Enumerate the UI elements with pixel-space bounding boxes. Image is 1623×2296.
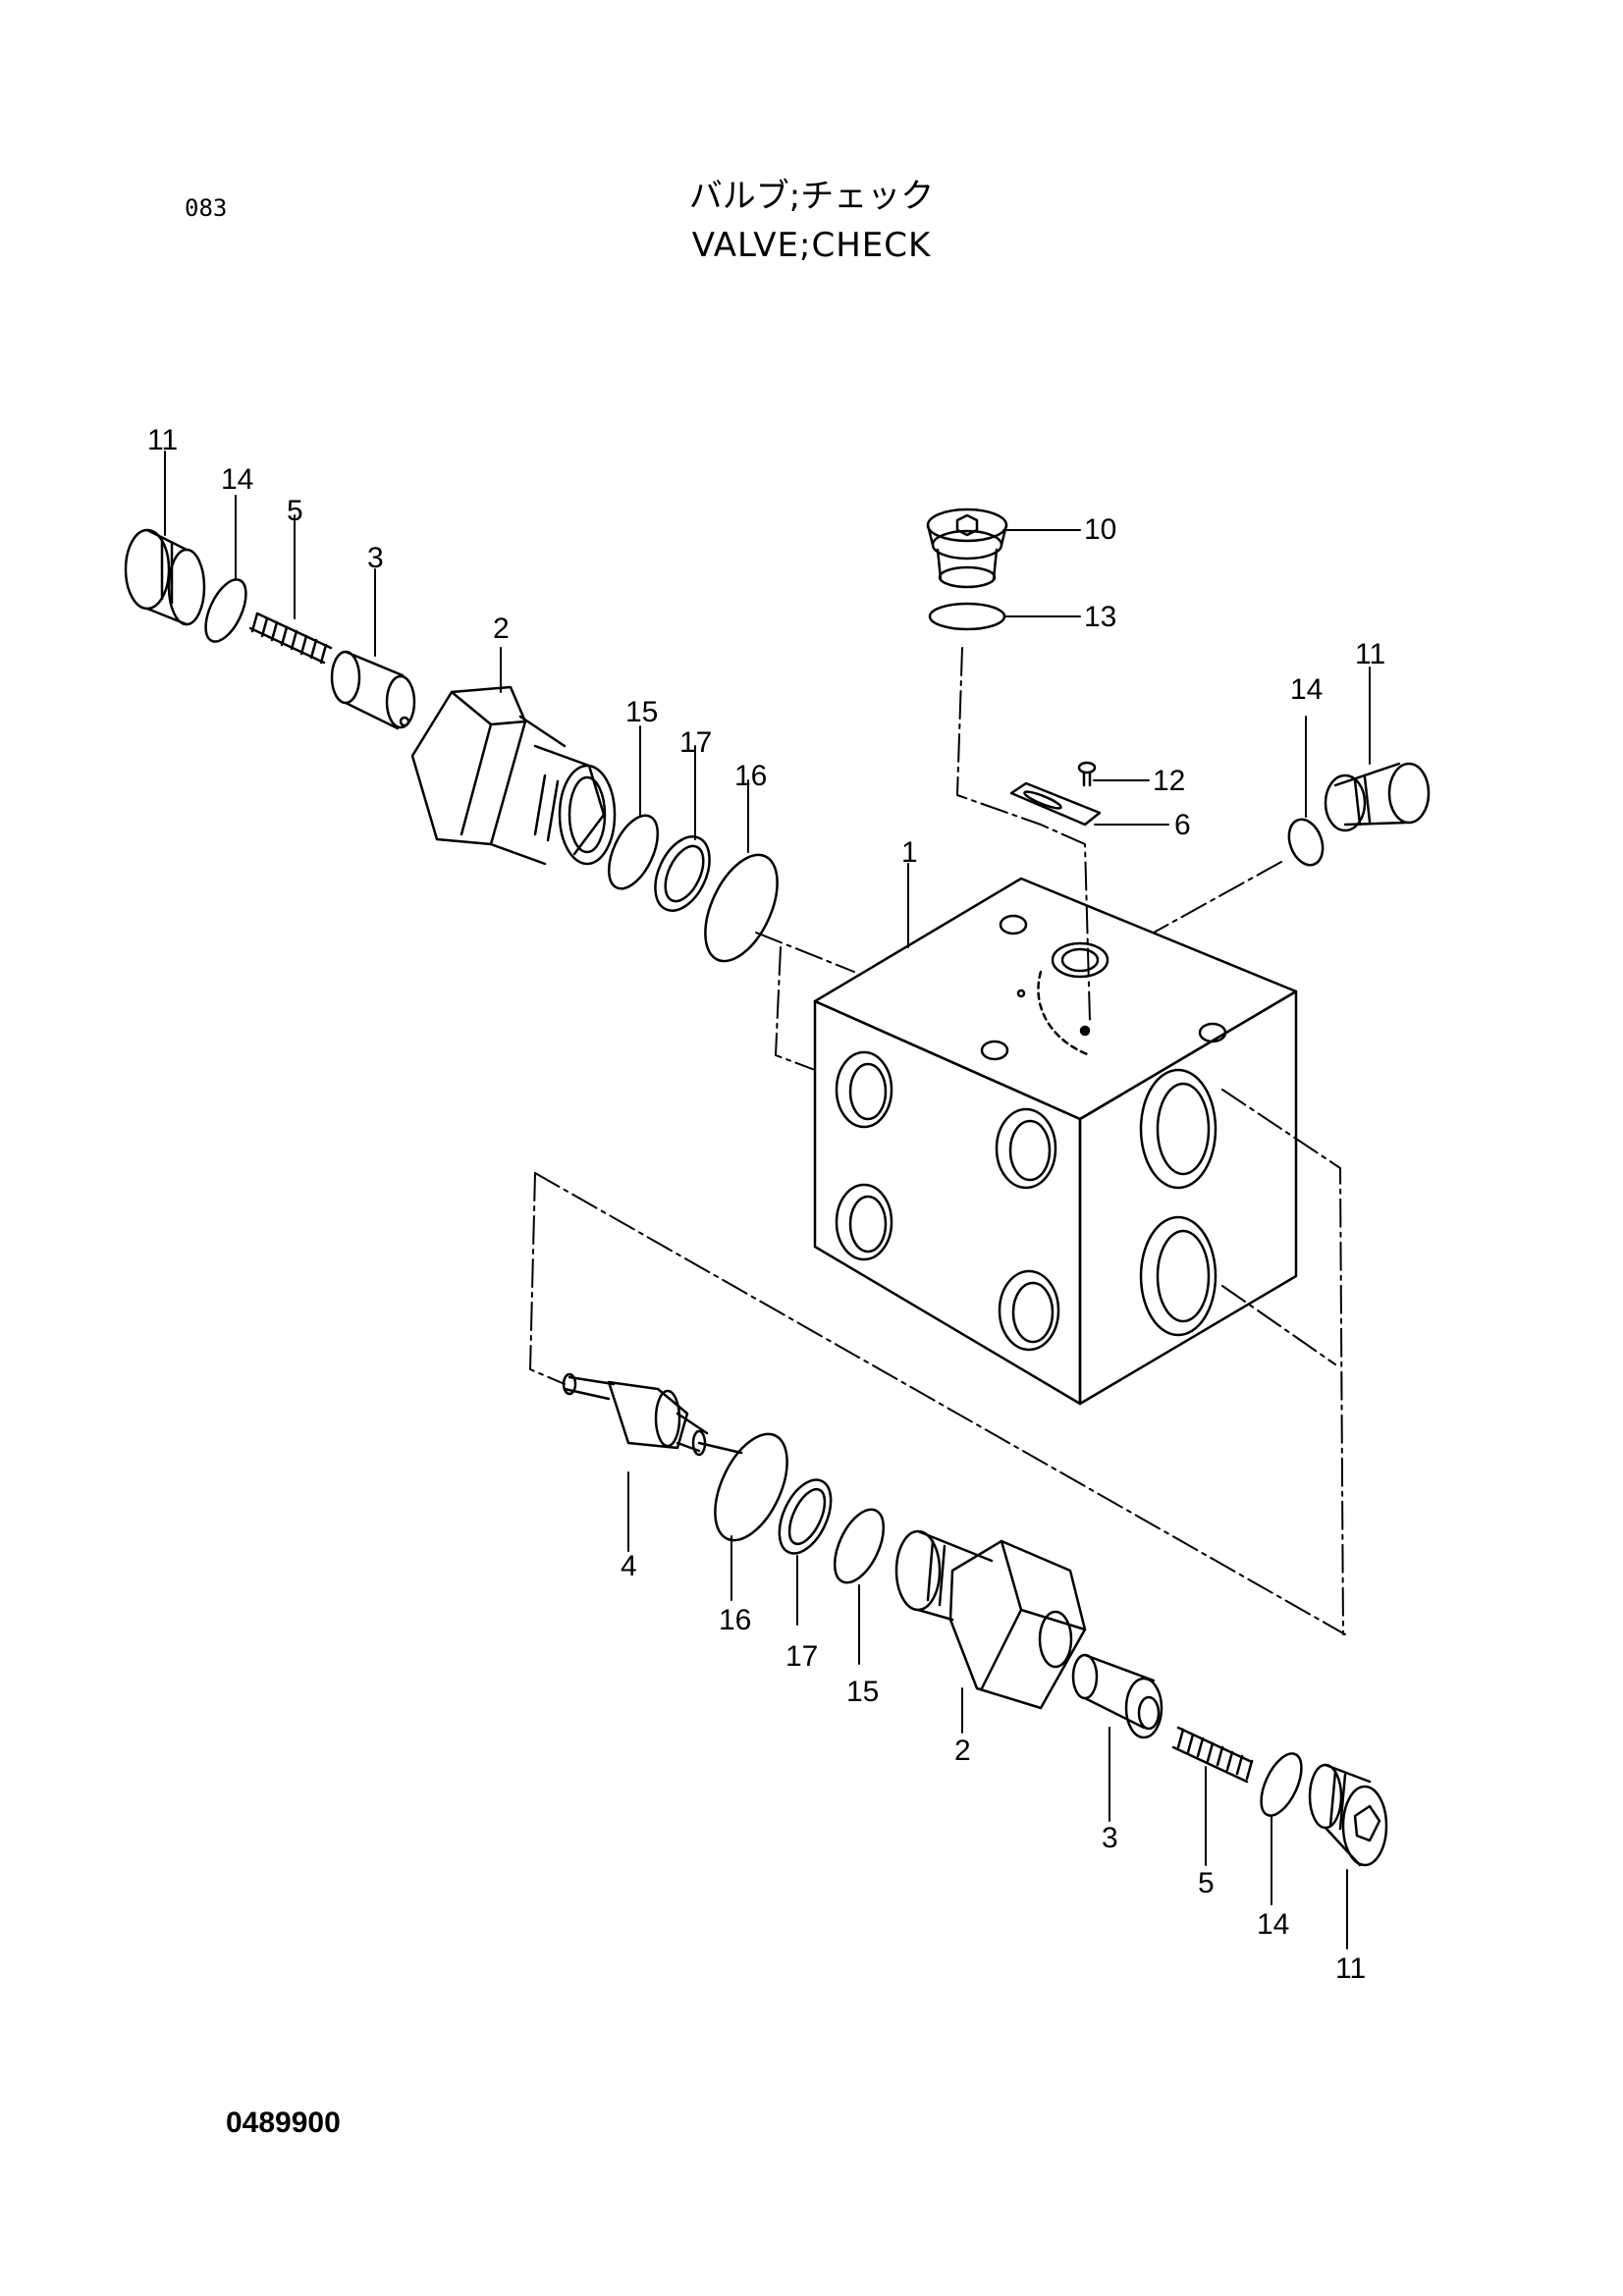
oring-14-topleft xyxy=(204,578,247,643)
callout-15-bottom: 15 xyxy=(846,1676,879,1708)
callout-11-right: 11 xyxy=(1355,638,1385,670)
plug-11-topleft xyxy=(124,528,206,626)
callout-5-top: 5 xyxy=(287,495,303,527)
backup-ring-17-bottom xyxy=(778,1478,833,1555)
callout-labels: 11 14 5 3 2 15 17 16 1 10 13 12 6 14 11 … xyxy=(147,424,1385,1985)
spring-5-topleft xyxy=(248,612,333,665)
oring-15-top xyxy=(607,814,660,890)
page-number: 083 xyxy=(185,194,228,222)
leader-lines xyxy=(164,451,1371,1949)
callout-17-bottom: 17 xyxy=(785,1640,818,1673)
title-english: VALVE;CHECK xyxy=(691,226,932,265)
plug-11-right xyxy=(1324,762,1431,832)
callout-6: 6 xyxy=(1174,809,1191,841)
callout-14-topleft: 14 xyxy=(221,463,253,496)
callout-12: 12 xyxy=(1153,765,1185,797)
valve-seat-2-topleft xyxy=(410,685,617,866)
title-japanese: バルブ;チェック xyxy=(688,177,935,216)
centerlines xyxy=(529,647,1346,1635)
backup-ring-17-top xyxy=(654,835,711,912)
valve-seat-2-bottom xyxy=(894,1529,1087,1710)
drawing-number: 0489900 xyxy=(226,2107,341,2139)
callout-5-bottom: 5 xyxy=(1198,1867,1215,1899)
screw-12 xyxy=(1077,761,1097,787)
oring-13 xyxy=(928,602,1006,631)
callout-2-bottom: 2 xyxy=(954,1735,971,1767)
oring-14-bottom xyxy=(1260,1752,1303,1817)
callout-13: 13 xyxy=(1084,601,1116,633)
nameplate-6 xyxy=(1009,781,1102,827)
oring-16-bottom xyxy=(714,1432,788,1542)
callout-2-top: 2 xyxy=(493,613,510,645)
plug-10 xyxy=(926,507,1008,589)
callout-10: 10 xyxy=(1084,513,1116,546)
callout-14-bottom: 14 xyxy=(1257,1908,1289,1941)
oring-16-top xyxy=(704,853,779,963)
spring-5-bottom xyxy=(1171,1726,1254,1784)
plug-11-bottom xyxy=(1308,1763,1388,1867)
callout-11-bottom: 11 xyxy=(1335,1952,1366,1985)
callout-14-right: 14 xyxy=(1290,673,1323,706)
callout-4: 4 xyxy=(621,1550,637,1582)
oring-14-right xyxy=(1287,818,1325,867)
callout-1: 1 xyxy=(901,836,918,869)
oring-15-bottom xyxy=(833,1508,886,1584)
check-poppet-4 xyxy=(562,1372,743,1457)
poppet-3-bottom xyxy=(1071,1653,1163,1739)
poppet-3-topleft xyxy=(330,650,416,730)
valve-body xyxy=(813,877,1298,1406)
callout-17-top: 17 xyxy=(679,726,712,759)
callout-16-top: 16 xyxy=(734,760,767,792)
callout-3-top: 3 xyxy=(367,542,384,574)
callout-15-top: 15 xyxy=(625,696,658,728)
callout-3-bottom: 3 xyxy=(1102,1822,1118,1854)
callout-11-topleft: 11 xyxy=(147,424,178,456)
callout-16-bottom: 16 xyxy=(719,1604,751,1636)
